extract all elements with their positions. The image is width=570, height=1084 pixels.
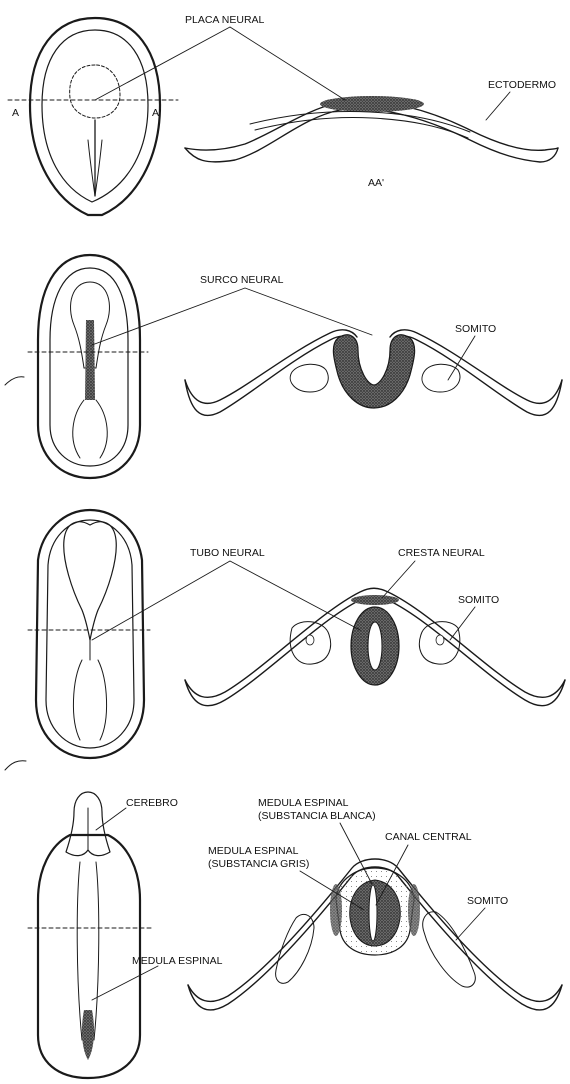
cross-section-3 [185, 588, 565, 705]
label-grey-matter-line2: (SUBSTANCIA GRIS) [208, 858, 309, 870]
stage-2-neural-groove: SURCO NEURAL SOMITO [5, 255, 562, 478]
label-somite-4: SOMITO [467, 895, 508, 907]
embryo-dorsal-view-4 [28, 792, 152, 1078]
cross-section-4 [188, 859, 562, 1010]
embryo-dorsal-view-3 [5, 510, 150, 770]
label-grey-matter-line1: MEDULA ESPINAL [208, 845, 299, 857]
cross-section-1 [185, 96, 558, 162]
neural-plate-tissue [320, 96, 424, 112]
stage-3-neural-tube: TUBO NEURAL CRESTA NEURAL SOMITO [5, 510, 565, 770]
section-marker-a: A [12, 107, 19, 119]
label-neural-groove: SURCO NEURAL [200, 274, 284, 286]
cross-section-2 [185, 330, 562, 416]
neural-crest-tissue [351, 595, 399, 605]
label-somite-3: SOMITO [458, 594, 499, 606]
label-white-matter-line1: MEDULA ESPINAL [258, 797, 349, 809]
embryo-dorsal-view-2 [5, 255, 148, 478]
somite-right-2 [422, 364, 460, 392]
somite-left-4 [276, 914, 314, 983]
label-spinal-cord: MEDULA ESPINAL [132, 955, 223, 967]
somite-left-2 [290, 364, 328, 392]
somite-right-4 [423, 912, 476, 987]
label-section-aa: AA' [368, 177, 384, 189]
stage-4-spinal-cord: CEREBRO MEDULA ESPINAL MEDULA ESPINAL (S… [28, 792, 562, 1078]
label-neural-plate: PLACA NEURAL [185, 14, 265, 26]
label-white-matter-line2: (SUBSTANCIA BLANCA) [258, 810, 376, 822]
label-brain: CEREBRO [126, 797, 178, 809]
label-ectoderm: ECTODERMO [488, 79, 556, 91]
label-central-canal: CANAL CENTRAL [385, 831, 472, 843]
label-neural-tube: TUBO NEURAL [190, 547, 265, 559]
label-neural-crest: CRESTA NEURAL [398, 547, 485, 559]
central-canal [369, 885, 377, 941]
label-somite-2: SOMITO [455, 323, 496, 335]
section-marker-a-prime: A' [152, 107, 161, 119]
stage-1-neural-plate: A A' PLACA NEURAL ECTODERMO AA' [8, 14, 558, 215]
